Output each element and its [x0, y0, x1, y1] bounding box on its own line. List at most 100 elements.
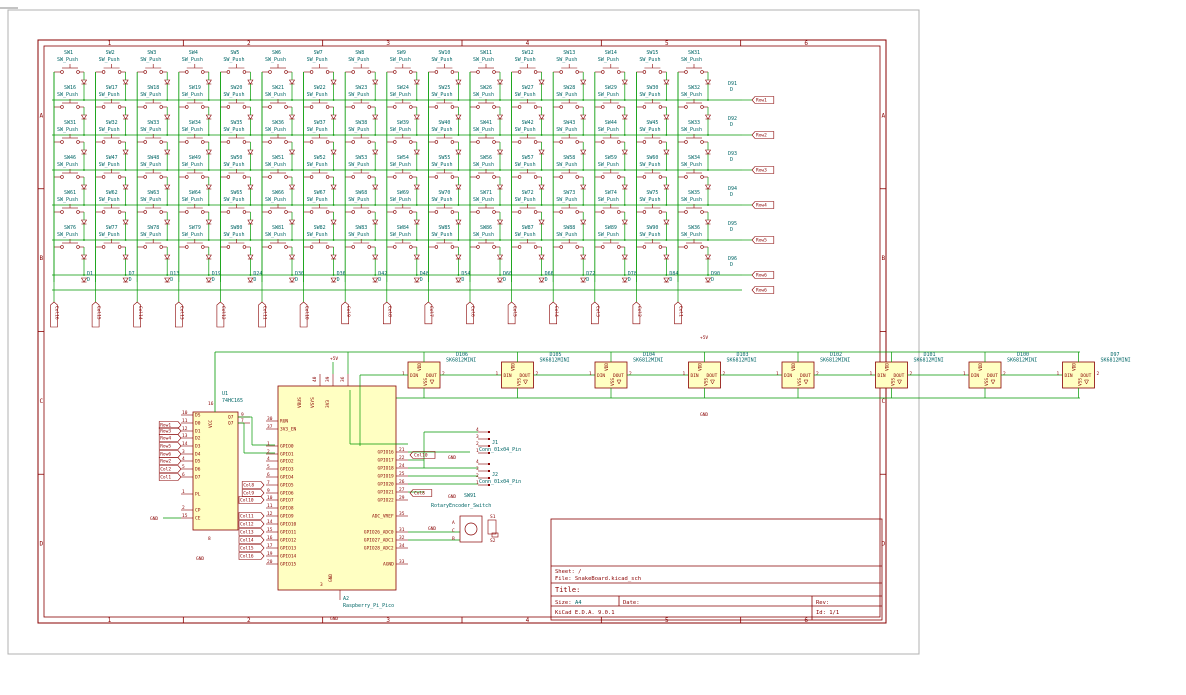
- switch-value: SW_Push: [639, 197, 660, 203]
- junction: [124, 274, 127, 276]
- row-diode-ref: D92: [728, 116, 737, 122]
- switch-ref: SW13: [563, 50, 575, 56]
- junction: [540, 134, 543, 136]
- pico-pin-num: 14: [267, 519, 273, 525]
- led-pin-num: 2: [910, 371, 913, 377]
- led-arrow: [1084, 379, 1089, 385]
- junction: [415, 134, 418, 136]
- switch-ref: SW15: [646, 50, 658, 56]
- frame-col-bottom-5: 5: [665, 617, 669, 624]
- bottom-diode-ref: D30: [295, 271, 304, 277]
- bottom-diode-ref: D36: [337, 271, 346, 277]
- switch-ref: SW44: [605, 120, 617, 126]
- switch-contact: [617, 105, 621, 109]
- switch-value: SW_Push: [140, 232, 161, 238]
- col-label-col14-shape: [133, 301, 141, 328]
- pico-pin-name: GPIO27_ADC1: [364, 538, 394, 544]
- switch-value: SW_Push: [223, 232, 244, 238]
- bottom-diode-symbol: [455, 277, 462, 283]
- pico-net-col16-shape: [238, 552, 265, 560]
- connector-pin-num: 1: [476, 448, 479, 454]
- switch-value: SW_Push: [223, 162, 244, 168]
- encoder-pin: S2: [490, 538, 496, 544]
- junction: [540, 204, 543, 206]
- col-label-col5-shape: [507, 301, 516, 325]
- led-dout-label: DOUT: [707, 373, 718, 379]
- switch-contact: [700, 175, 704, 179]
- switch-ref: SW78: [147, 225, 159, 231]
- pico-pin-num: 2: [267, 449, 270, 455]
- col-label-col2-shape: [632, 301, 641, 325]
- u1-pin-num: 13: [182, 433, 188, 439]
- pico-net-col12-text: Col12: [240, 522, 254, 528]
- col-label-col5-text: Col5: [511, 306, 517, 317]
- led-pin-num: 2: [629, 371, 632, 377]
- pico-pin-name: GPIO4: [280, 475, 294, 481]
- switch-value: SW_Push: [390, 127, 411, 133]
- switch-ref: SW37: [314, 120, 326, 126]
- u1-net-row2: Row2: [158, 457, 182, 465]
- frame-row-left-B: B: [40, 255, 44, 262]
- switch-value: SW_Push: [307, 57, 328, 63]
- pico-net-col9-text: Col9: [243, 491, 254, 497]
- junction: [207, 134, 210, 136]
- row-diode-ref: D91: [728, 81, 737, 87]
- switch-ref: SW29: [605, 85, 617, 91]
- junction: [582, 134, 585, 136]
- pico-net-col13: Col13: [238, 528, 265, 536]
- row-label-bottom-shape: [751, 286, 775, 294]
- switch-ref: SW33: [147, 120, 159, 126]
- row-diode-value: D: [730, 122, 733, 128]
- switch-value: SW_Push: [390, 92, 411, 98]
- u1-pin-num: 15: [182, 513, 188, 519]
- pico-pin-name: GPIO19: [378, 474, 395, 480]
- connector-pin-num: 3: [476, 434, 479, 440]
- u1-net-row6: Row6: [158, 450, 182, 458]
- switch-value: SW_Push: [598, 92, 619, 98]
- switch-contact: [533, 175, 538, 179]
- tb-id: Id: 1/1: [816, 610, 839, 616]
- switch-ref: SW3: [147, 50, 156, 56]
- led-din-label: DIN: [504, 373, 512, 379]
- connector-pin-end: [488, 463, 490, 465]
- pico-net-col15: Col15: [238, 544, 265, 552]
- switch-ref: SW87: [522, 225, 534, 231]
- bottom-diode-value: D: [545, 277, 548, 283]
- connector-pin-end: [488, 484, 490, 486]
- junction: [249, 204, 252, 206]
- led-power-label: +5V: [700, 335, 708, 341]
- led-arrow: [990, 379, 996, 385]
- col-label-col7-shape: [424, 301, 433, 325]
- connector-pin-num: 4: [476, 427, 479, 433]
- switch-ref: SW80: [230, 225, 242, 231]
- switch-value: SW_Push: [515, 92, 536, 98]
- col-label-col16: Col16: [50, 301, 60, 328]
- switch-ref: SW23: [355, 85, 367, 91]
- pico-pin-num: 39: [325, 376, 331, 382]
- led-din-label: DIN: [1065, 373, 1073, 379]
- u1-gnd-label: GND: [196, 556, 204, 562]
- u1-pin-num: 1: [182, 489, 185, 495]
- switch-ref: SW70: [438, 190, 450, 196]
- switch-value: SW_Push: [99, 162, 120, 168]
- junction: [499, 239, 501, 241]
- bottom-diode-symbol: [413, 277, 420, 283]
- encoder-pin: S1: [490, 514, 496, 520]
- junction: [457, 239, 460, 241]
- u1-pin-name: D3: [195, 444, 201, 450]
- row-diode-value: D: [730, 227, 733, 233]
- switch-value: SW_Push: [348, 57, 369, 63]
- switch-value: SW_Push: [348, 92, 369, 98]
- switch-ref: SW12: [522, 50, 534, 56]
- switch-value: SW_Push: [348, 232, 369, 238]
- bottom-diode-value: D: [212, 277, 215, 283]
- switch-ref: SW43: [563, 120, 575, 126]
- u1-pin-num: 4: [182, 456, 185, 462]
- pico-pin-num: 34: [399, 543, 405, 549]
- led-vss-label: VSS: [704, 378, 710, 386]
- col-label-col3-shape: [591, 301, 599, 325]
- encoder-ref: SW91: [464, 493, 476, 499]
- u1-pin-num: 6: [182, 472, 185, 478]
- switch-ref: SW57: [522, 155, 534, 161]
